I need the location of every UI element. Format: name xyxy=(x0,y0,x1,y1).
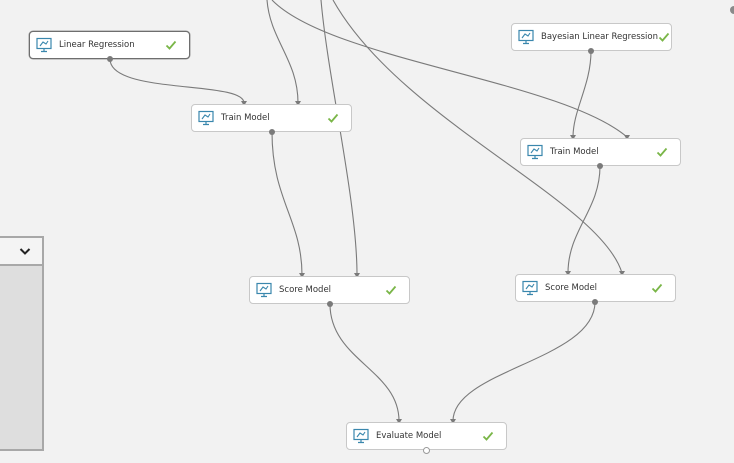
module-label: Evaluate Model xyxy=(376,431,442,441)
module-evaluate-model[interactable]: Evaluate Model xyxy=(346,422,507,450)
module-icon xyxy=(518,29,534,45)
side-panel-header[interactable] xyxy=(0,238,42,266)
connection-edge xyxy=(109,58,245,104)
check-icon xyxy=(651,283,663,293)
module-icon xyxy=(527,144,543,160)
module-label: Train Model xyxy=(221,113,270,123)
side-panel xyxy=(0,236,44,451)
module-score-model[interactable]: Score Model xyxy=(249,276,410,304)
output-port[interactable] xyxy=(107,56,113,62)
scroll-indicator xyxy=(730,6,734,14)
module-icon xyxy=(256,282,272,298)
check-icon xyxy=(385,285,397,295)
module-icon xyxy=(36,37,52,53)
connection-edge xyxy=(329,303,400,422)
module-icon xyxy=(198,110,214,126)
output-port[interactable] xyxy=(423,447,430,454)
connection-edge xyxy=(572,50,592,138)
connection-edge xyxy=(567,165,601,274)
output-port[interactable] xyxy=(269,129,275,135)
module-label: Train Model xyxy=(550,147,599,157)
module-icon xyxy=(522,280,538,296)
output-port[interactable] xyxy=(592,299,598,305)
output-port[interactable] xyxy=(327,301,333,307)
module-label: Linear Regression xyxy=(59,40,135,50)
connection-edge xyxy=(266,0,299,104)
module-train-model[interactable]: Train Model xyxy=(520,138,681,166)
output-port[interactable] xyxy=(597,163,603,169)
module-score-model[interactable]: Score Model xyxy=(515,274,676,302)
connection-edge xyxy=(320,0,358,276)
module-icon xyxy=(353,428,369,444)
connection-edge xyxy=(452,301,596,422)
check-icon xyxy=(482,431,494,441)
module-label: Bayesian Linear Regression xyxy=(541,32,658,42)
chevron-down-icon[interactable] xyxy=(18,244,32,258)
check-icon xyxy=(656,147,668,157)
check-icon xyxy=(327,113,339,123)
module-label: Score Model xyxy=(279,285,332,295)
check-icon xyxy=(165,40,177,50)
check-icon xyxy=(658,32,670,42)
module-bayesian-linear-regression[interactable]: Bayesian Linear Regression xyxy=(511,23,672,51)
module-linear-regression[interactable]: Linear Regression xyxy=(29,31,190,59)
output-port[interactable] xyxy=(588,48,594,54)
module-train-model[interactable]: Train Model xyxy=(191,104,352,132)
module-label: Score Model xyxy=(545,283,598,293)
connection-edge xyxy=(271,131,303,276)
